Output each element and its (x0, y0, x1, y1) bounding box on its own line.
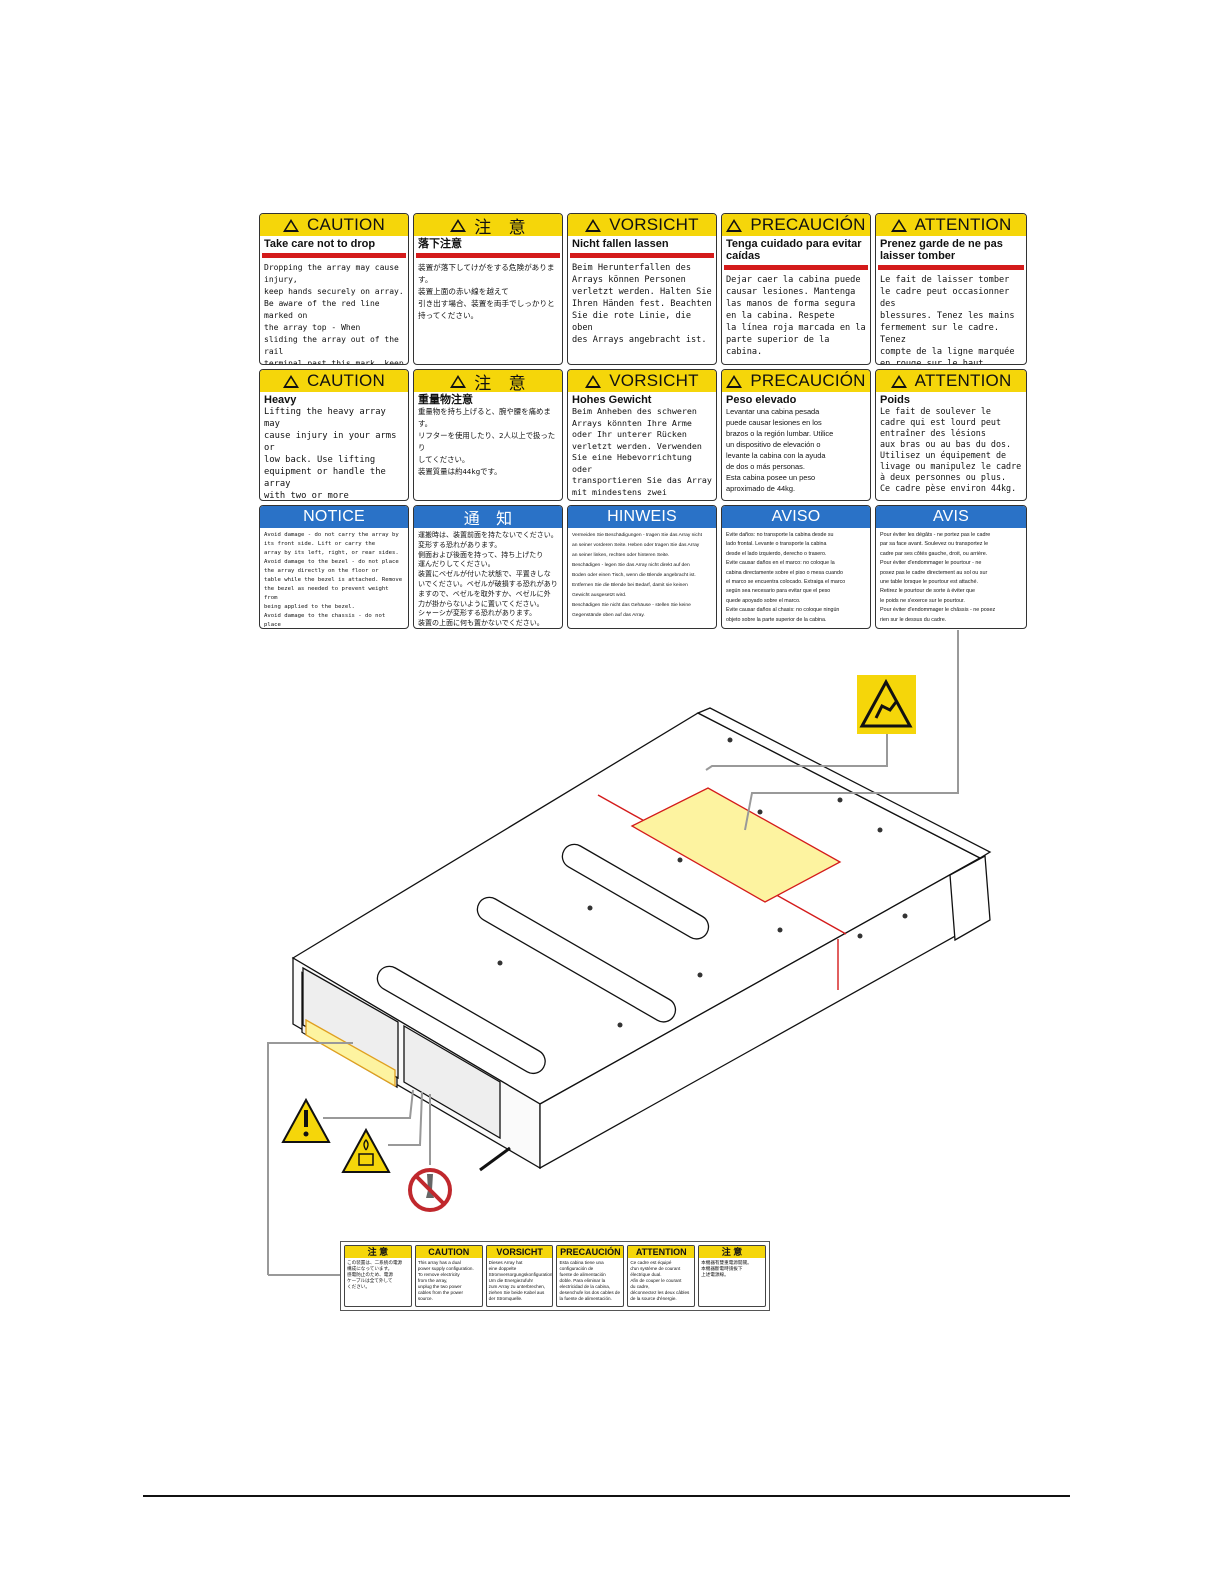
footer-rule (143, 1495, 1070, 1497)
label-notice-fr: AVIS Pour éviter les dégâts - ne portez … (875, 505, 1027, 629)
no-disassembly-icon (408, 1168, 452, 1212)
front-caution-label-area (305, 1018, 396, 1088)
warning-triangle-icon (283, 218, 300, 232)
label-take-care-drop-es: PRECAUCIÓN Tenga cuidado para evitar caí… (721, 213, 871, 365)
warning-triangle-icon (283, 374, 300, 388)
top-caution-label-area (630, 787, 842, 903)
burn-hazard-icon (341, 1127, 391, 1173)
warning-triangle-icon (585, 218, 602, 232)
warning-triangle-icon (726, 374, 743, 388)
small-label-zh: 注 意本機器有雙重電源開關。 本機器斷電時請拔下 上述電源線。 (698, 1245, 766, 1307)
label-heavy-ja: 注 意 重量物注意 重量物を持ち上げると、腕や腰を痛めます。 リフターを使用した… (413, 369, 563, 501)
label-heavy-de: VORSICHT Hohes Gewicht Beim Anheben des … (567, 369, 717, 501)
label-take-care-drop-fr: ATTENTION Prenez garde de ne pas laisser… (875, 213, 1027, 365)
warning-triangle-icon (450, 374, 467, 388)
label-heavy-fr: ATTENTION Poids Le fait de soulever le c… (875, 369, 1027, 501)
label-heavy-es: PRECAUCIÓN Peso elevado Levantar una cab… (721, 369, 871, 501)
array-right-side (539, 856, 985, 1170)
label-take-care-drop-de: VORSICHT Nicht fallen lassen Beim Herunt… (567, 213, 717, 365)
label-notice-en: NOTICE Avoid damage - do not carry the a… (259, 505, 409, 629)
esd-icon (857, 675, 916, 734)
array-front-face (292, 956, 541, 1170)
label-take-care-drop-ja: 注 意 落下注意 装置が落下してけがをする危険があります。 装置上面の赤い線を越… (413, 213, 563, 365)
label-notice-es: AVISO Evite daños: no transporte la cabi… (721, 505, 871, 629)
array-top-surface (291, 712, 982, 1105)
general-warning-icon (281, 1097, 331, 1143)
dual-power-caution-label: 注 意この装置は、二系統の電源 構成になっています。 感電防止のため、電源 ケー… (340, 1241, 770, 1311)
label-take-care-drop-en: CAUTION Take care not to drop Dropping t… (259, 213, 409, 365)
warning-triangle-icon (890, 218, 907, 232)
label-heavy-en: CAUTION Heavy Lifting the heavy array ma… (259, 369, 409, 501)
label-notice-ja: 通 知 運搬時は、装置前面を持たないでください。 変形する恐れがあります。 側面… (413, 505, 563, 629)
small-label-ja: 注 意この装置は、二系統の電源 構成になっています。 感電防止のため、電源 ケー… (344, 1245, 412, 1307)
warning-triangle-icon (890, 374, 907, 388)
warning-triangle-icon (585, 374, 602, 388)
warning-triangle-icon (726, 218, 743, 232)
warning-triangle-icon (450, 218, 467, 232)
label-notice-de: HINWEIS Vermeiden Sie Beschädigungen - t… (567, 505, 717, 629)
